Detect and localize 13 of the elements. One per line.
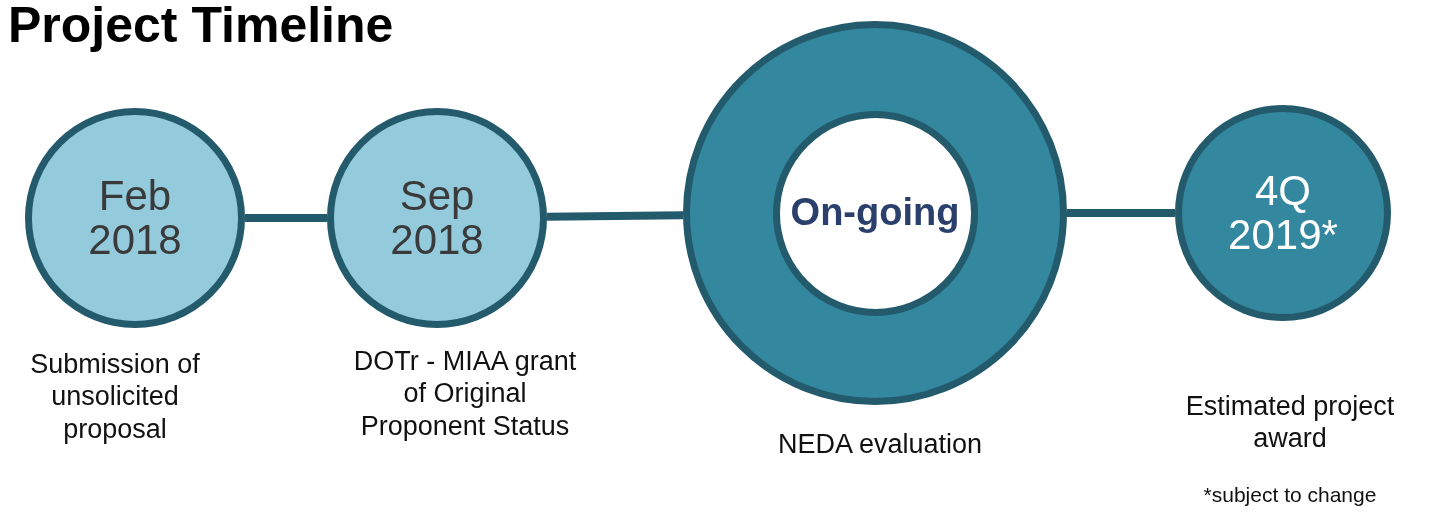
milestone-caption: NEDA evaluation: [776, 428, 984, 461]
date-label: Sep 2018: [390, 173, 484, 263]
milestone-caption: DOTr - MIAA grant of Original Proponent Status: [352, 345, 578, 443]
milestone-caption: Submission of unsolicited proposal: [29, 348, 201, 446]
connector-line: [1067, 209, 1175, 217]
footnote: *subject to change: [1202, 482, 1378, 508]
date-label: 4Q 2019*: [1228, 168, 1338, 258]
date-label: On-going: [790, 193, 960, 233]
connector-line: [245, 214, 327, 222]
date-label: Feb 2018: [88, 173, 182, 263]
connector-line: [546, 211, 684, 221]
milestone-caption: Estimated project award: [1184, 390, 1396, 455]
title: Project Timeline: [8, 0, 394, 54]
